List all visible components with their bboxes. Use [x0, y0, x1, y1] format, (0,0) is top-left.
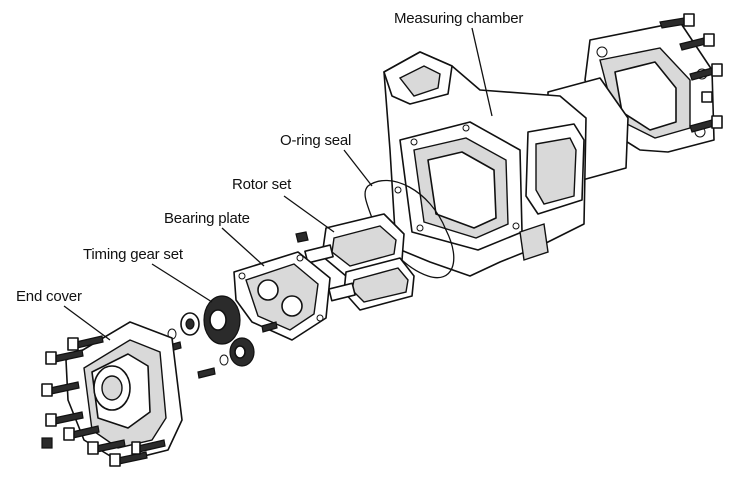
label-rotor-set: Rotor set	[232, 176, 292, 193]
timing-gear-set	[165, 295, 278, 379]
measuring-chamber-housing	[383, 51, 587, 277]
leader-timing-gear-set	[151, 263, 213, 303]
label-measuring-chamber: Measuring chamber	[394, 10, 524, 27]
leader-bearing-plate	[221, 227, 265, 267]
leader-measuring-chamber	[471, 27, 493, 117]
label-bearing-plate: Bearing plate	[164, 210, 250, 227]
leader-rotor-set	[283, 195, 335, 233]
rear-plate-bolts	[659, 13, 723, 133]
bearing-plate	[233, 231, 331, 341]
leader-end-cover	[63, 305, 111, 341]
leader-o-ring-seal	[343, 149, 373, 187]
label-o-ring-seal: O-ring seal	[280, 132, 352, 149]
label-end-cover: End cover	[16, 288, 82, 305]
rotor-set	[304, 186, 415, 311]
o-ring-seal	[364, 179, 455, 279]
end-cover-bolts	[41, 335, 166, 467]
label-timing-gear-set: Timing gear set	[83, 246, 183, 263]
